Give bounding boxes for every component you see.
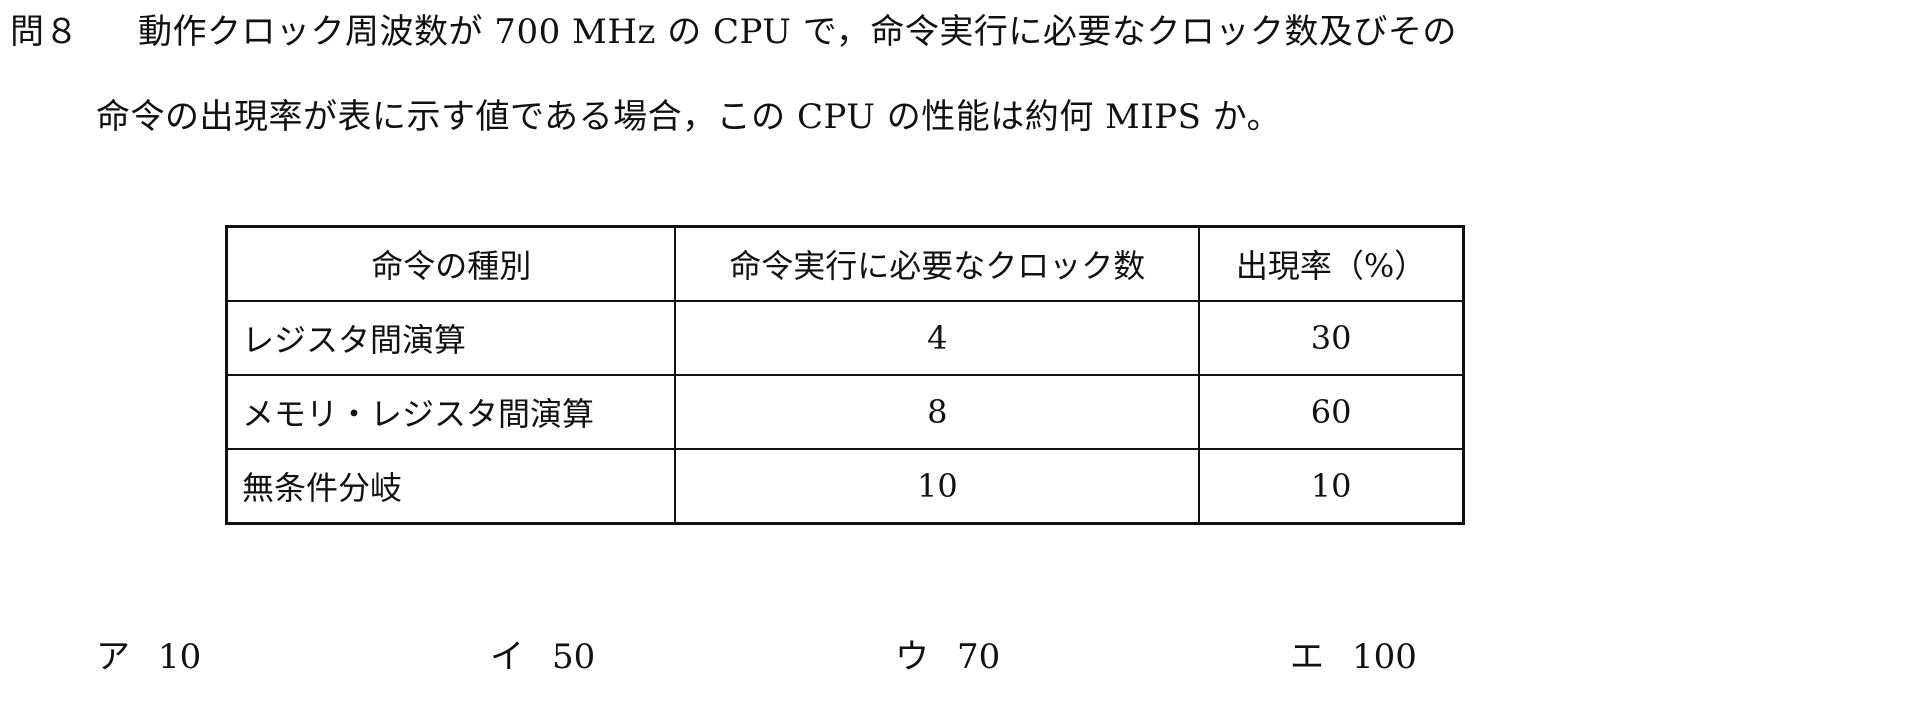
choice-value: 70: [957, 637, 1001, 677]
choice-value: 50: [552, 637, 596, 677]
cell-instruction-type: メモリ・レジスタ間演算: [225, 374, 677, 450]
cell-occurrence-rate: 30: [1198, 300, 1465, 376]
instruction-table: 命令の種別 命令実行に必要なクロック数 出現率（%） レジスタ間演算 4 30 …: [225, 225, 1465, 525]
cell-instruction-type: 無条件分岐: [225, 448, 677, 525]
cell-instruction-type: レジスタ間演算: [225, 300, 677, 376]
question-line-2: 命令の出現率が表に示す値である場合，この CPU の性能は約何 MIPS か。: [96, 95, 1281, 139]
question-text-1: 動作クロック周波数が 700 MHz の CPU で，命令実行に必要なクロック数…: [138, 12, 1457, 52]
header-instruction-type: 命令の種別: [225, 225, 677, 302]
table-row: メモリ・レジスタ間演算 8 60: [225, 374, 1465, 450]
choice-a[interactable]: ア 10: [96, 635, 201, 679]
question-text-2: 命令の出現率が表に示す値である場合，この CPU の性能は約何 MIPS か。: [96, 97, 1282, 137]
cell-clock-count: 8: [674, 374, 1201, 450]
table-row: レジスタ間演算 4 30: [225, 300, 1465, 376]
choice-letter: ウ: [895, 637, 929, 677]
choice-letter: ア: [96, 637, 130, 677]
table-row: 無条件分岐 10 10: [225, 448, 1465, 525]
choice-value: 100: [1352, 637, 1417, 677]
choice-value: 10: [158, 637, 202, 677]
cell-clock-count: 4: [674, 300, 1201, 376]
choice-letter: エ: [1290, 637, 1324, 677]
header-clock-count: 命令実行に必要なクロック数: [674, 225, 1201, 302]
table-header-row: 命令の種別 命令実行に必要なクロック数 出現率（%）: [225, 225, 1465, 302]
cell-clock-count: 10: [674, 448, 1201, 525]
question-line-1: 問８ 動作クロック周波数が 700 MHz の CPU で，命令実行に必要なクロッ…: [10, 10, 1457, 54]
choice-e[interactable]: エ 100: [1290, 635, 1417, 679]
cell-occurrence-rate: 60: [1198, 374, 1465, 450]
header-occurrence-rate: 出現率（%）: [1198, 225, 1465, 302]
question-number: 問８: [10, 12, 79, 52]
cell-occurrence-rate: 10: [1198, 448, 1465, 525]
choice-u[interactable]: ウ 70: [895, 635, 1000, 679]
choice-i[interactable]: イ 50: [490, 635, 595, 679]
choice-letter: イ: [490, 637, 524, 677]
